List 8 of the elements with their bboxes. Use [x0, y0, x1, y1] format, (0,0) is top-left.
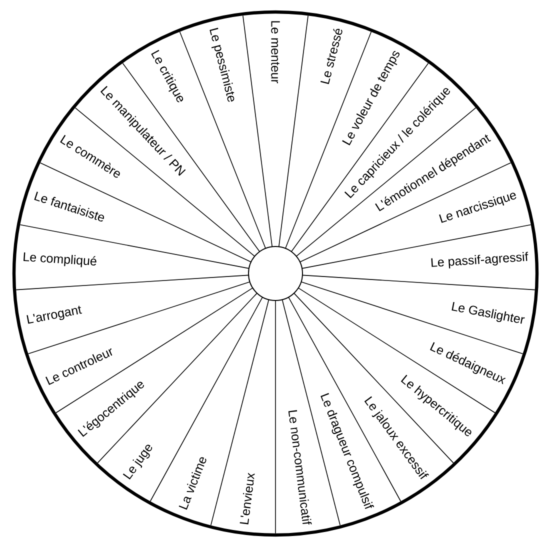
wheel-label: Le Gaslighter — [452, 302, 525, 324]
wheel-label: La victime — [178, 457, 206, 510]
wheel-label: Le stressé — [320, 28, 342, 84]
wheel-label: Le passif-agressif — [431, 252, 528, 268]
wheel-label: L'envieux — [240, 472, 255, 524]
wheel-label: Le compliqué — [24, 252, 96, 268]
wheel-label: Le menteur — [271, 21, 280, 84]
wheel-label: L'arrogant — [26, 306, 82, 324]
